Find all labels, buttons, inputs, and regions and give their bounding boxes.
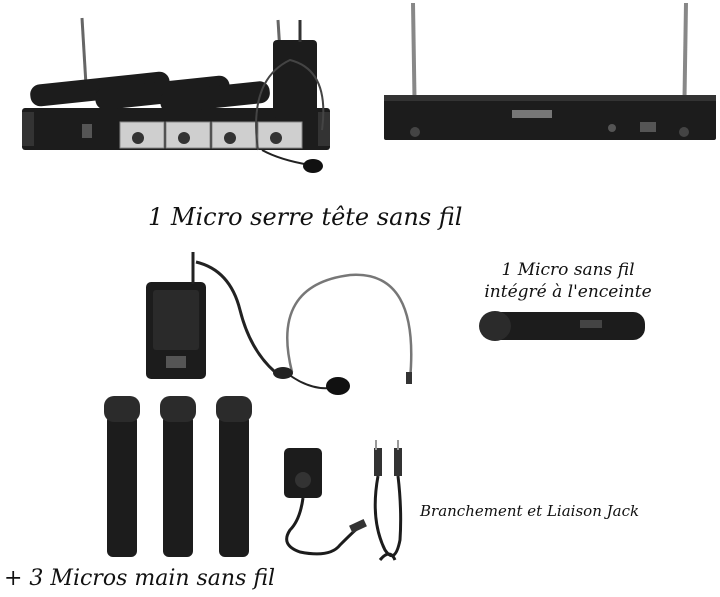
headset-mic-image [146, 252, 413, 395]
speaker-caption-line1: 1 Micro sans fil [501, 260, 635, 280]
receiver-front-image [22, 17, 330, 173]
speaker-mic-image [479, 311, 645, 341]
jack-cable-image [373, 440, 403, 561]
speaker-mic-caption: 1 Micro sans fil intégré à l'enceinte [458, 259, 678, 303]
headset-caption: 1 Micro serre tête sans fil [148, 203, 463, 231]
power-adapter-image [284, 448, 367, 556]
jack-caption: Branchement et Liaison Jack [420, 502, 640, 520]
handheld-mics-image [104, 396, 252, 557]
speaker-caption-line2: intégré à l'enceinte [484, 282, 652, 302]
receiver-rear-image [384, 2, 716, 140]
handheld-caption: + 3 Micros main sans fil [4, 566, 276, 591]
